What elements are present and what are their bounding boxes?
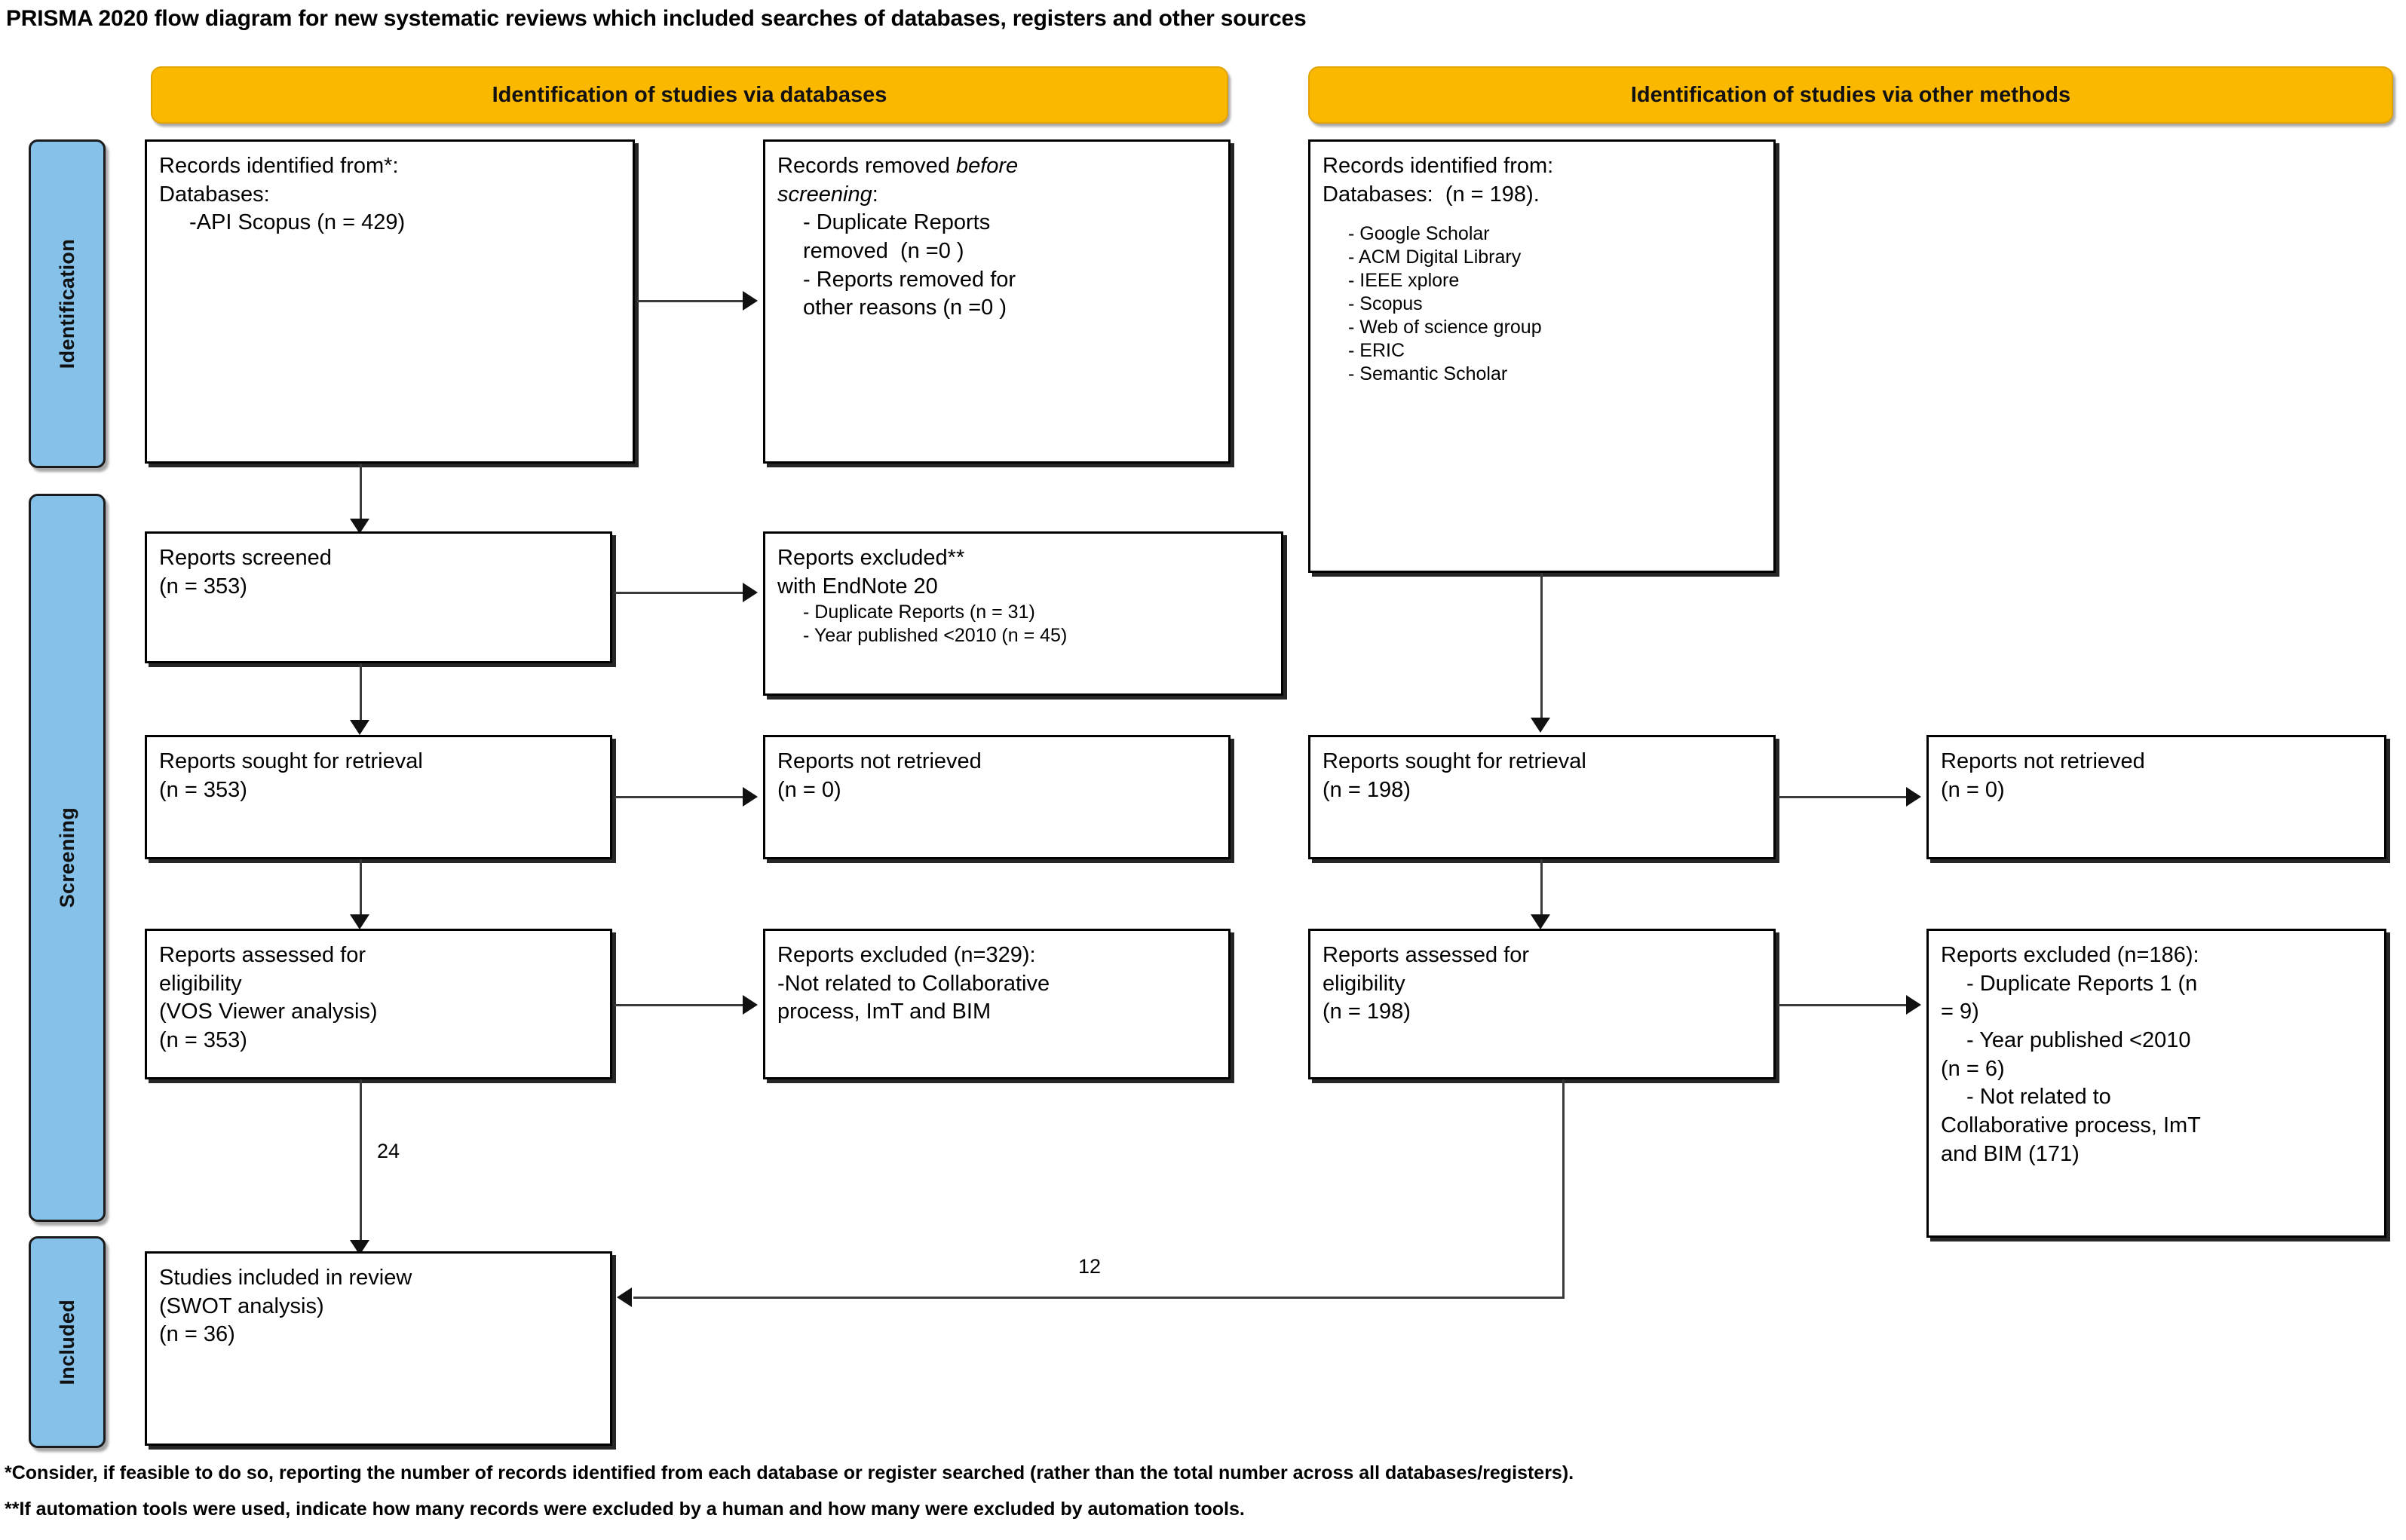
page-title: PRISMA 2020 flow diagram for new systema… xyxy=(6,6,1307,31)
connector-sought-to-not-retrieved-db xyxy=(615,796,743,798)
box-reports-excluded-screening: Reports excluded** with EndNote 20 - Dup… xyxy=(763,531,1283,696)
phase-label-identification: Identification xyxy=(29,139,106,468)
box-reports-assessed-databases: Reports assessed for eligibility (VOS Vi… xyxy=(145,929,612,1079)
arrowhead-other-to-included xyxy=(617,1287,632,1307)
box-reports-not-retrieved-other: Reports not retrieved (n = 0) xyxy=(1926,735,2386,859)
arrowhead-sought-to-not-retrieved-other xyxy=(1906,787,1921,807)
phase-label-screening: Screening xyxy=(29,494,106,1222)
box-reports-excluded-other: Reports excluded (n=186): - Duplicate Re… xyxy=(1926,929,2386,1238)
box-reports-screened: Reports screened (n = 353) xyxy=(145,531,612,663)
box-reports-sought-other: Reports sought for retrieval (n = 198) xyxy=(1308,735,1776,859)
arrowhead-assessed-to-excluded-other xyxy=(1906,995,1921,1015)
box-records-identified-databases: Records identified from*: Databases: -AP… xyxy=(145,139,635,464)
arrowhead-sought-to-not-retrieved-db xyxy=(743,787,758,807)
arrowhead-sought-to-assessed-other xyxy=(1531,914,1550,929)
footnote-two: **If automation tools were used, indicat… xyxy=(5,1499,1245,1520)
connector-other-to-included-vertical xyxy=(1562,1079,1565,1298)
connector-screened-to-excluded xyxy=(615,592,743,594)
box-studies-included: Studies included in review (SWOT analysi… xyxy=(145,1251,612,1446)
edge-label-other-to-included: 12 xyxy=(1078,1255,1102,1278)
connector-identified-to-screened xyxy=(360,464,362,528)
arrowhead-identified-to-screened xyxy=(350,519,369,534)
stage-header-other-methods: Identification of studies via other meth… xyxy=(1308,66,2393,124)
stage-header-databases-label: Identification of studies via databases xyxy=(492,82,887,107)
arrowhead-other-identified-to-sought xyxy=(1531,718,1550,733)
box-reports-excluded-databases: Reports excluded (n=329): -Not related t… xyxy=(763,929,1231,1079)
arrowhead-sought-to-assessed-db xyxy=(350,914,369,929)
box-reports-not-retrieved-databases: Reports not retrieved (n = 0) xyxy=(763,735,1231,859)
stage-header-databases: Identification of studies via databases xyxy=(151,66,1228,124)
arrowhead-assessed-to-excluded-db xyxy=(743,995,758,1015)
connector-sought-to-assessed-db xyxy=(360,859,362,923)
box-records-removed-before-screening: Records removed before screening: - Dupl… xyxy=(763,139,1231,464)
connector-other-identified-to-sought xyxy=(1540,573,1543,724)
connector-other-to-included-horizontal xyxy=(633,1297,1565,1299)
edge-label-db-to-included: 24 xyxy=(377,1140,400,1162)
box-records-identified-other-methods: Records identified from: Databases: (n =… xyxy=(1308,139,1776,573)
connector-identified-to-removed xyxy=(637,300,743,302)
connector-sought-to-assessed-other xyxy=(1540,859,1543,923)
arrowhead-screened-to-excluded xyxy=(743,583,758,602)
arrowhead-identified-to-removed xyxy=(743,291,758,311)
connector-assessed-to-included-db xyxy=(360,1079,362,1249)
footnote-one: *Consider, if feasible to do so, reporti… xyxy=(5,1462,1574,1483)
connector-assessed-to-excluded-other xyxy=(1778,1004,1906,1006)
connector-sought-to-not-retrieved-other xyxy=(1778,796,1906,798)
box-reports-sought-databases: Reports sought for retrieval (n = 353) xyxy=(145,735,612,859)
arrowhead-screened-to-sought xyxy=(350,720,369,735)
box-reports-assessed-other: Reports assessed for eligibility (n = 19… xyxy=(1308,929,1776,1079)
connector-screened-to-sought xyxy=(360,663,362,727)
connector-assessed-to-excluded-db xyxy=(615,1004,743,1006)
stage-header-other-methods-label: Identification of studies via other meth… xyxy=(1630,82,2071,107)
phase-label-included: Included xyxy=(29,1236,106,1448)
